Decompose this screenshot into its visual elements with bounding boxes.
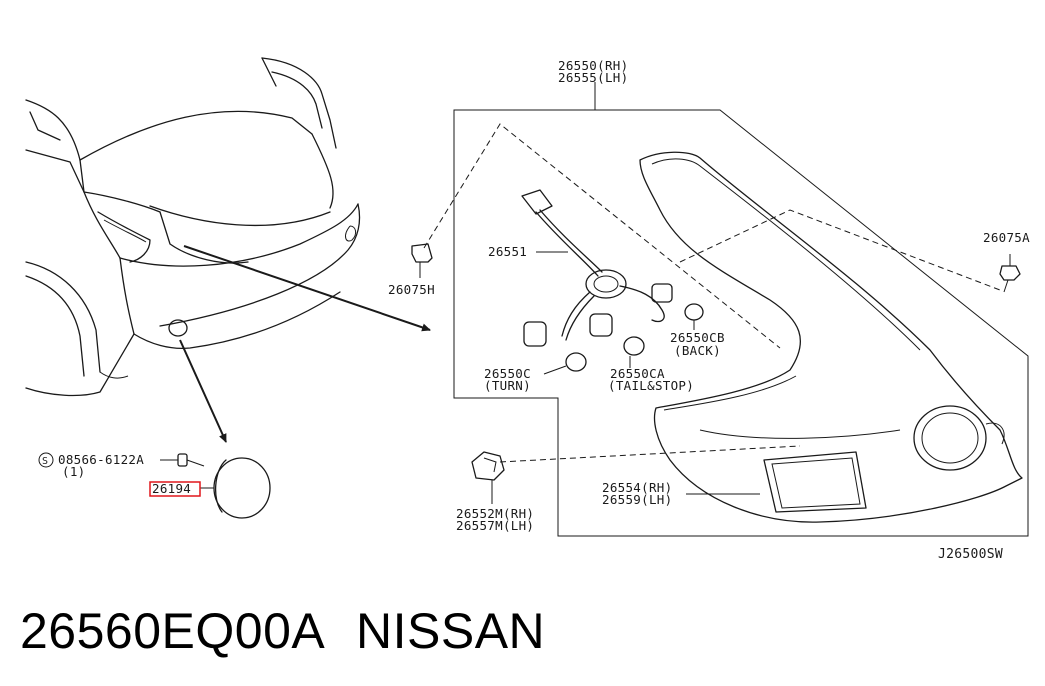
screw-quantity: (1)	[62, 464, 85, 479]
screw-part-number: 08566-6122A	[58, 452, 144, 467]
lens-rh-label: 26554(RH)	[602, 480, 672, 495]
bracket-lh-label: 26557M(LH)	[456, 518, 534, 533]
clip-26075h-drawing	[411, 243, 433, 278]
assembly-frame	[453, 109, 1029, 537]
lamp-housing-drawing	[639, 151, 1023, 523]
footer-brand: NISSAN	[356, 603, 545, 659]
reflector-highlight-box	[149, 481, 201, 497]
footer-part-number: 26560EQ00A	[20, 603, 325, 659]
arrow-to-reflector	[179, 339, 227, 443]
reflector-drawing	[177, 453, 271, 519]
socket-back-label: 26550CB	[670, 330, 725, 345]
bracket-rh-label: 26552M(RH)	[456, 506, 534, 521]
socket-back-caption: (BACK)	[674, 343, 721, 358]
arrow-to-housing	[183, 245, 431, 332]
harness-label: 26551	[488, 244, 527, 259]
bracket-drawing	[471, 451, 505, 504]
housing-rh-label: 26550(RH)	[558, 58, 628, 73]
housing-lh-label: 26555(LH)	[558, 70, 628, 85]
screw-symbol-circle	[38, 452, 54, 468]
diagram-code: J26500SW	[938, 547, 1003, 562]
socket-turn-label: 26550C	[484, 366, 531, 381]
screw-label-group: S 08566-6122A (1)	[38, 452, 178, 479]
reflector-label-group: 26194	[149, 481, 201, 497]
clip-26075a-drawing	[999, 254, 1021, 293]
wiring-harness-drawing	[521, 189, 704, 372]
socket-tail-label: 26550CA	[610, 366, 665, 381]
reflector-part-number: 26194	[152, 481, 191, 496]
vehicle-rear-drawing	[25, 57, 361, 397]
socket-tail-caption: (TAIL&STOP)	[608, 378, 694, 393]
clip-right-label: 26075A	[983, 230, 1030, 245]
lens-lh-label: 26559(LH)	[602, 492, 672, 507]
socket-turn-caption: (TURN)	[484, 378, 531, 393]
clip-left-label: 26075H	[388, 282, 435, 297]
screw-symbol: S	[42, 456, 48, 467]
